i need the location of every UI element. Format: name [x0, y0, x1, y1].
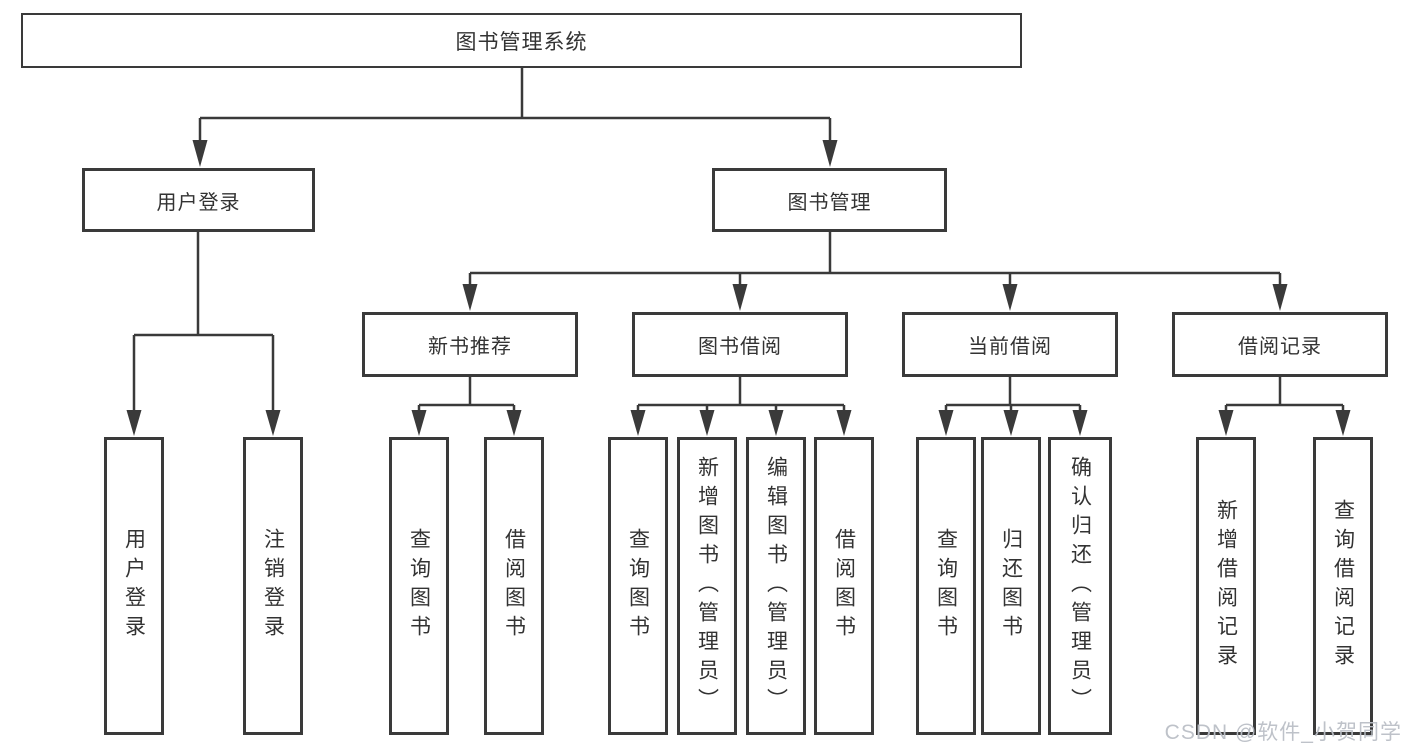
arrowhead — [822, 140, 838, 167]
leaf-edit-book-admin: 编辑图书（管理员） — [746, 437, 806, 735]
arrowhead — [1003, 410, 1019, 436]
leaf-query-books-current: 查询图书 — [916, 437, 976, 735]
node-root-system: 图书管理系统 — [21, 13, 1022, 68]
leaf-user-login: 用户登录 — [104, 437, 164, 735]
arrowhead — [732, 284, 748, 311]
wire-bookborrow-branch — [636, 377, 846, 411]
arrowhead — [126, 410, 142, 436]
leaf-query-borrow-record: 查询借阅记录 — [1313, 437, 1373, 735]
arrowhead — [1335, 410, 1351, 436]
leaf-logout: 注销登录 — [243, 437, 303, 735]
arrowhead — [1218, 410, 1234, 436]
arrowheads — [126, 140, 1351, 436]
arrowhead — [699, 410, 715, 436]
arrowhead — [836, 410, 852, 436]
node-borrow-records: 借阅记录 — [1172, 312, 1388, 377]
arrowhead — [506, 410, 522, 436]
node-user-login: 用户登录 — [82, 168, 315, 232]
wire-records-branch — [1224, 377, 1345, 411]
wire-newbooks-branch — [417, 377, 516, 411]
wire-bookmgmt-to-level3 — [468, 232, 1282, 285]
leaf-borrow-books: 借阅图书 — [814, 437, 874, 735]
arrowhead — [938, 410, 954, 436]
leaf-query-books-recommend: 查询图书 — [389, 437, 449, 735]
node-new-book-recommend: 新书推荐 — [362, 312, 578, 377]
arrowhead — [192, 140, 208, 167]
arrowhead — [630, 410, 646, 436]
wire-userlogin-branch — [132, 232, 275, 411]
node-current-borrow: 当前借阅 — [902, 312, 1118, 377]
wire-currentborrow-branch — [944, 377, 1082, 411]
arrowhead — [1272, 284, 1288, 311]
arrowhead — [411, 410, 427, 436]
csdn-watermark: CSDN @软件_小贺同学 — [1164, 721, 1402, 744]
arrowhead — [768, 410, 784, 436]
wire-root-to-level2 — [198, 68, 832, 141]
leaf-query-books-borrow: 查询图书 — [608, 437, 668, 735]
arrowhead — [265, 410, 281, 436]
arrowhead — [462, 284, 478, 311]
leaf-add-borrow-record: 新增借阅记录 — [1196, 437, 1256, 735]
arrowhead — [1002, 284, 1018, 311]
arrowhead — [1072, 410, 1088, 436]
node-book-management: 图书管理 — [712, 168, 947, 232]
leaf-confirm-return-admin: 确认归还（管理员） — [1048, 437, 1112, 735]
node-book-borrow: 图书借阅 — [632, 312, 848, 377]
leaf-add-book-admin: 新增图书（管理员） — [677, 437, 737, 735]
leaf-return-books: 归还图书 — [981, 437, 1041, 735]
leaf-borrow-books-recommend: 借阅图书 — [484, 437, 544, 735]
